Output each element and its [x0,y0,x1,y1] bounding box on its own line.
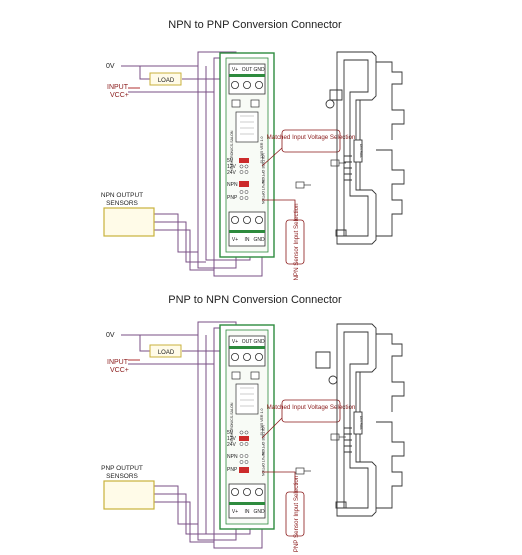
top-terminal-gnd: GND [253,339,265,345]
din-rail-side-view: DIN RAIL [325,51,405,245]
bottom-terminal-gnd: GND [253,237,265,243]
sensor-row-npn: NPN [227,454,238,460]
top-terminal-block: V+ OUT GND [228,335,266,367]
diagram-npn-to-pnp: NPN to PNP Conversion Connector 0V INPUT… [101,19,405,281]
input-label: INPUT [107,84,129,91]
jumper-cap [330,159,340,167]
bottom-terminal-gnd: GND [253,509,265,515]
voltage-row-12v: 12V [227,164,237,170]
callout-sensor-text: NPN Sensor Input Selection [293,203,300,281]
top-terminal-block: V+ OUT GND [228,63,266,95]
din-rail-side-view: DIN RAIL [315,323,405,517]
sensor-label-1: NPN OUTPUT [101,192,143,199]
callout-sensor-text: PNP Sensor Input Selection [293,475,300,552]
voltage-row-24v: 24V [227,442,237,448]
input-option-label: INPUT OPTION [261,180,265,205]
bottom-terminal-vplus: V+ [232,509,238,515]
load-box [149,72,182,86]
vcc-label: VCC+ [110,367,129,374]
board-brand: ELECTRONICS-SALON [230,130,234,169]
side-label: DIN RAIL [359,416,363,430]
board-model: SI-1265 VER 1.0 [260,409,264,436]
screw-terminal [230,81,239,90]
jumper-cap [330,433,340,441]
load-label: LOAD [158,350,175,356]
ic-chip [235,111,259,143]
input-option-jumper: NPN PNP INPUT OPTION [227,452,265,477]
voltage-jumper: 5V 12V 24V VOLTAGE OPTION [227,153,265,183]
side-label: DIN RAIL [359,144,363,158]
zero-v-label: 0V [106,63,115,70]
bottom-terminal-in: IN [245,509,250,515]
load-box [149,344,182,358]
sensor-row-pnp: PNP [227,467,238,473]
top-terminal-out: OUT [242,67,253,73]
load-label: LOAD [158,78,175,84]
diagram-pnp-to-npn: PNP to NPN Conversion Connector 0V INPUT… [101,294,405,552]
ic-chip [235,383,259,415]
voltage-option-label: VOLTAGE OPTION [261,425,265,455]
sensor-row-pnp: PNP [227,195,238,201]
wiring [121,51,263,277]
voltage-row-24v: 24V [227,170,237,176]
voltage-row-5v: 5V [227,430,234,436]
callout-voltage-text: Matched Input Voltage Selection [267,134,356,141]
jumper-cap [295,181,305,189]
component [231,99,241,108]
voltage-jumper: 5V 12V 24V VOLTAGE OPTION [227,425,265,455]
callout-sensor: NPN Sensor Input Selection [262,199,305,281]
callout-voltage-text: Matched Input Voltage Selection [267,404,356,411]
input-label: INPUT [107,359,129,366]
voltage-row-12v: 12V [227,436,237,442]
diagram-title: PNP to NPN Conversion Connector [168,294,342,306]
zero-v-label: 0V [106,332,115,339]
sensor-label-2: SENSORS [106,473,138,480]
top-terminal-vplus: V+ [232,339,238,345]
input-option-label: INPUT OPTION [261,452,265,477]
voltage-row-5v: 5V [227,158,234,164]
bottom-terminal-block: V+ IN GND [228,483,266,519]
input-option-jumper: NPN PNP INPUT OPTION [227,180,265,205]
sensor-label-1: PNP OUTPUT [101,465,143,472]
vcc-label: VCC+ [110,92,129,99]
sensor-row-npn: NPN [227,182,238,188]
diagram-title: NPN to PNP Conversion Connector [168,19,342,31]
bottom-terminal-in: IN [245,237,250,243]
screw-terminal [242,81,251,90]
top-terminal-vplus: V+ [232,67,238,73]
sensor-box [103,207,155,237]
converter-board: V+ OUT GND ELECTRONICS-SALON SI-1265 VER… [219,324,275,530]
top-terminal-out: OUT [242,339,253,345]
jumper-cap [295,467,305,475]
callout-voltage: Matched Input Voltage Selection [261,399,356,439]
board-model: SI-1265 VER 1.0 [260,137,264,164]
converter-board: V+ OUT GND ELECTRONICS-SALON SI-1265 VER… [219,52,275,258]
screw-terminal [254,81,263,90]
board-brand: ELECTRONICS-SALON [230,402,234,441]
bottom-terminal-vplus: V+ [232,237,238,243]
sensor-label-2: SENSORS [106,200,138,207]
callout-voltage: Matched Input Voltage Selection [261,129,356,167]
sensor-box [103,480,155,510]
top-terminal-gnd: GND [253,67,265,73]
voltage-option-label: VOLTAGE OPTION [261,153,265,183]
callout-sensor: PNP Sensor Input Selection [262,471,305,552]
component [250,99,260,108]
bottom-terminal-block: V+ IN GND [228,211,266,247]
